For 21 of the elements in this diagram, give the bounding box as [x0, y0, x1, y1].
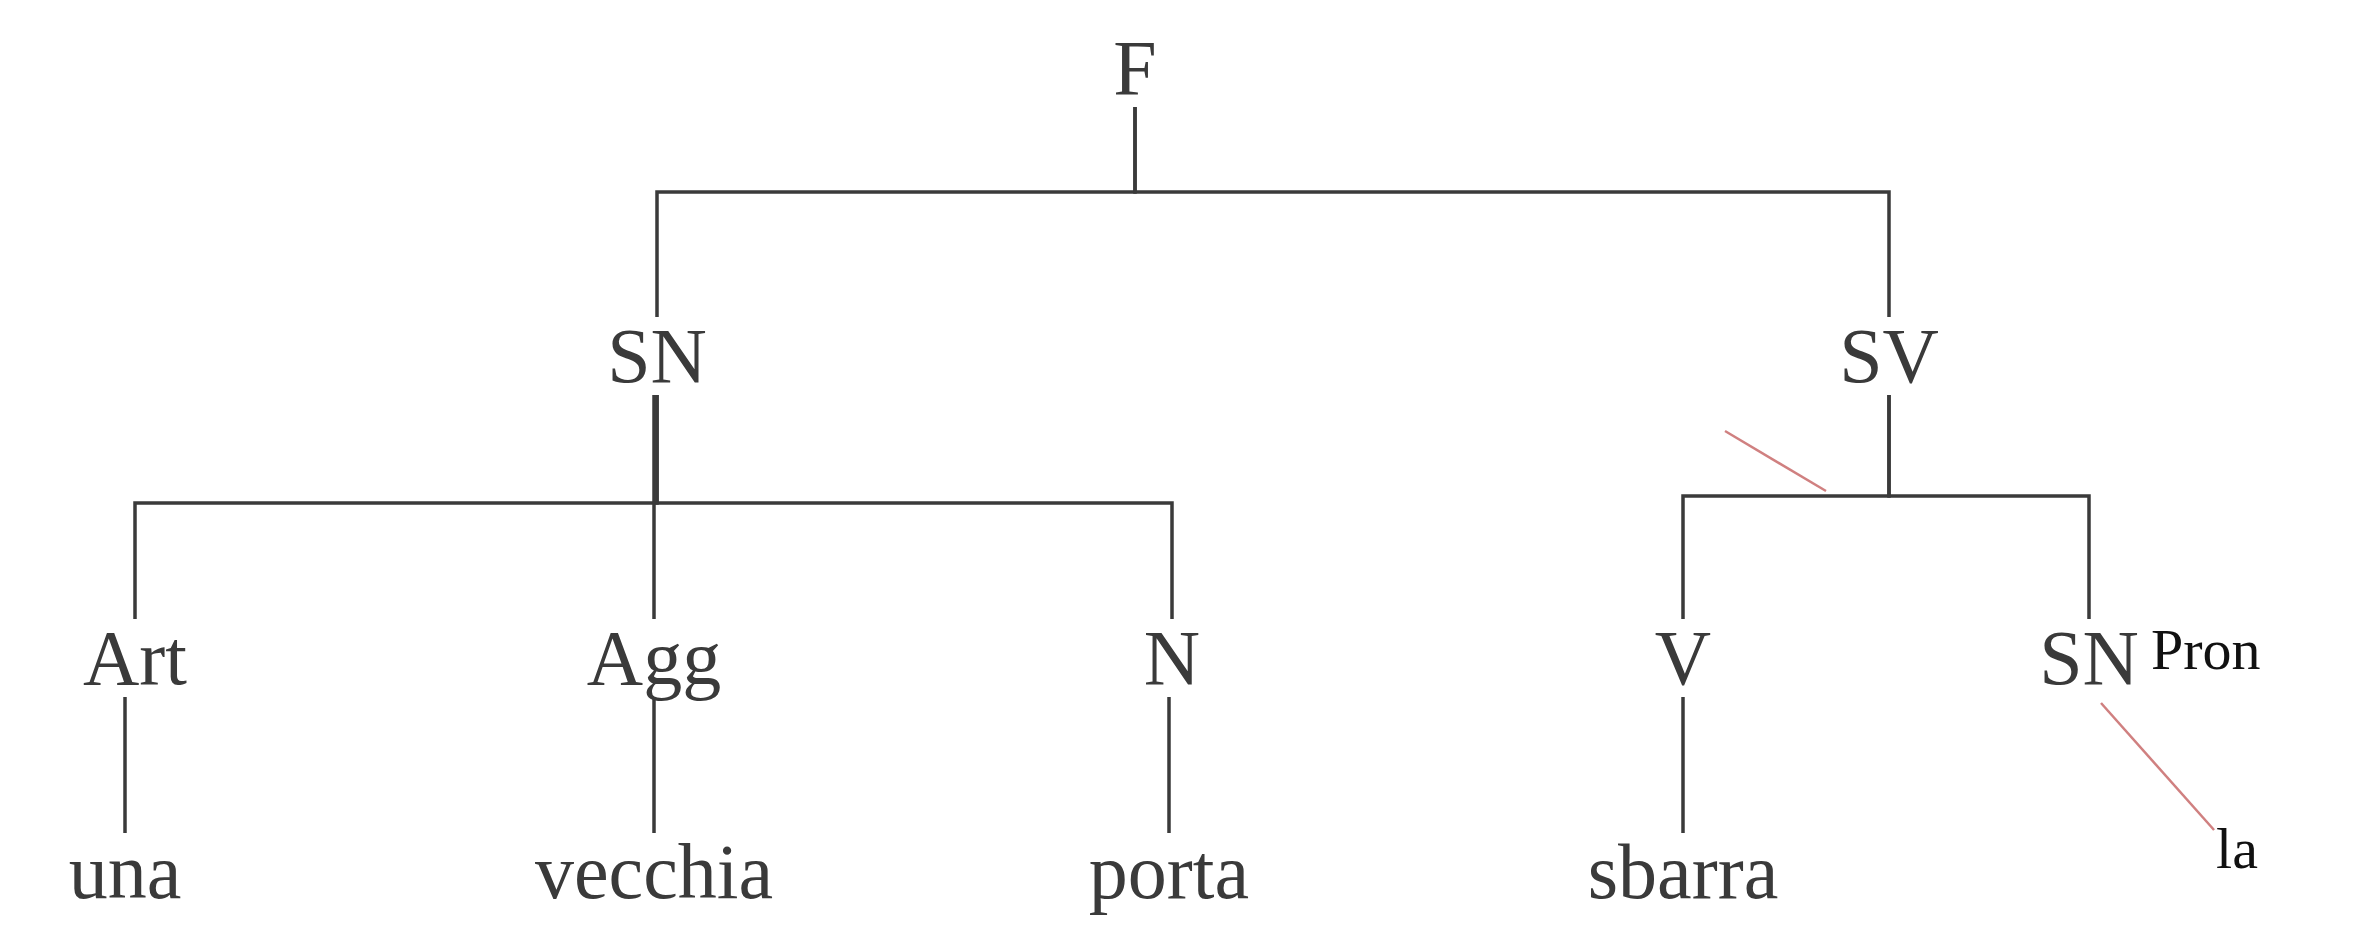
- tree-branch: [652, 697, 656, 833]
- tree-branch: [1887, 395, 2091, 619]
- tree-branch: [655, 395, 1174, 619]
- tree-node-label: SN: [607, 317, 707, 395]
- tree-node-label: SN: [2039, 619, 2139, 697]
- tree-node-label: Art: [83, 619, 187, 697]
- tree-branch: [1167, 697, 1171, 833]
- node-annotation: Pron: [2151, 621, 2261, 679]
- tree-node-label: F: [1113, 29, 1157, 107]
- tree-branch: [652, 395, 656, 619]
- tree-branch: [1681, 697, 1685, 833]
- tree-branch: [123, 697, 127, 833]
- tree-node-label: una: [68, 833, 182, 911]
- tree-node-label: N: [1143, 619, 1201, 697]
- tree-branch: [1133, 107, 1891, 317]
- tree-node-label: SV: [1839, 317, 1939, 395]
- tree-node-label: vecchia: [534, 833, 774, 911]
- annotation-line: [2100, 702, 2215, 831]
- tree-node-label: V: [1654, 619, 1712, 697]
- tree-node-label: sbarra: [1587, 833, 1779, 911]
- tree-node-label: la: [2216, 820, 2258, 878]
